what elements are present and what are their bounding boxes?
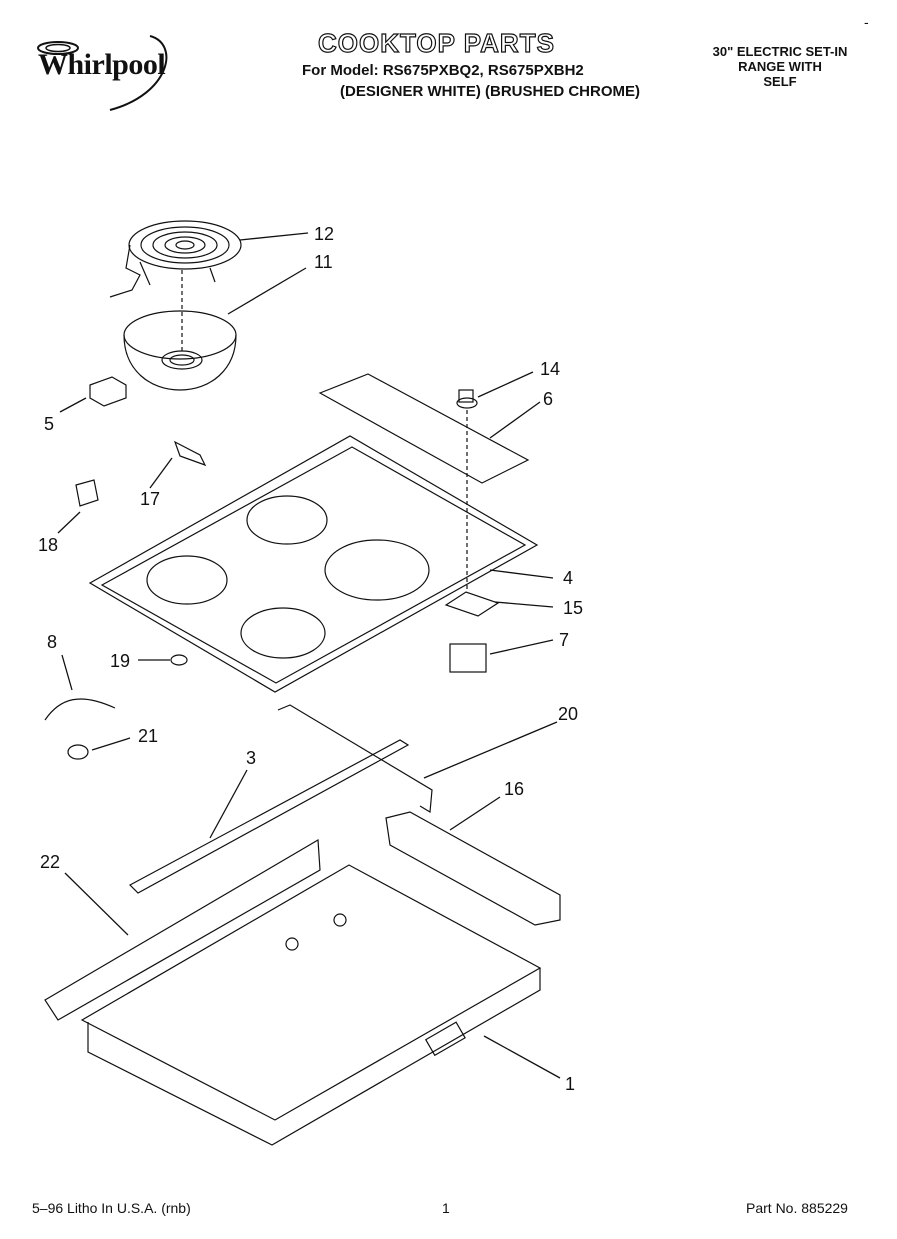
callout-number: 12 xyxy=(314,224,334,244)
plate-drawing xyxy=(444,591,500,617)
bushing-drawing xyxy=(67,744,89,760)
cooktop-drawing xyxy=(88,435,539,693)
callout-number: 5 xyxy=(44,414,54,434)
plug-drawing xyxy=(170,654,188,666)
callout-number: 6 xyxy=(543,389,553,409)
callout-number: 19 xyxy=(110,651,130,671)
brand-wordmark: Whirlpool xyxy=(38,48,166,81)
corner-mark: - xyxy=(864,14,869,30)
bracket-drawing xyxy=(75,479,99,507)
range-type-line: SELF xyxy=(763,74,797,89)
back-panel-drawing xyxy=(44,838,321,1021)
model-line: For Model: RS675PXBQ2, RS675PXBH2 xyxy=(302,62,584,79)
callout-number: 8 xyxy=(47,632,57,652)
variant-line: (DESIGNER WHITE) (BRUSHED CHROME) xyxy=(340,83,640,100)
drip-bowl-drawing xyxy=(123,270,237,391)
callout-number: 3 xyxy=(246,748,256,768)
leader-lines xyxy=(57,232,561,1079)
callout-number: 4 xyxy=(563,568,573,588)
callout-number: 20 xyxy=(558,704,578,724)
whirlpool-logo xyxy=(37,35,168,111)
callout-number: 11 xyxy=(314,252,333,272)
bracket-rail-drawing xyxy=(277,704,433,814)
clip-drawing xyxy=(173,440,207,467)
range-type-line: RANGE WITH xyxy=(738,59,822,74)
side-bracket-drawing xyxy=(385,811,561,926)
callout-number: 15 xyxy=(563,598,583,618)
part-number: Part No. 885229 xyxy=(746,1200,848,1216)
callout-number: 16 xyxy=(504,779,524,799)
page-title: COOKTOP PARTS xyxy=(317,27,555,58)
callout-number: 1 xyxy=(565,1074,575,1094)
callout-number: 21 xyxy=(138,726,158,746)
wire-harness-drawing xyxy=(44,698,116,721)
page-number: 1 xyxy=(442,1200,450,1216)
litho-note: 5–96 Litho In U.S.A. (rnb) xyxy=(32,1200,191,1216)
callout-number: 17 xyxy=(140,489,160,509)
callout-number: 14 xyxy=(540,359,560,379)
surface-element-drawing xyxy=(109,220,242,298)
callout-number: 18 xyxy=(38,535,58,555)
switch-drawing xyxy=(449,643,487,673)
callout-number: 22 xyxy=(40,852,60,872)
trim-strip-drawing xyxy=(129,739,410,894)
control-panel-drawing xyxy=(318,373,530,484)
callout-number: 7 xyxy=(559,630,569,650)
burner-box-drawing xyxy=(80,864,542,1146)
terminal-block-drawing xyxy=(89,376,127,407)
range-type-label: 30" ELECTRIC SET-IN RANGE WITH SELF xyxy=(690,44,870,89)
knob-drawing xyxy=(456,389,478,590)
range-type-line: 30" ELECTRIC SET-IN xyxy=(712,44,848,59)
